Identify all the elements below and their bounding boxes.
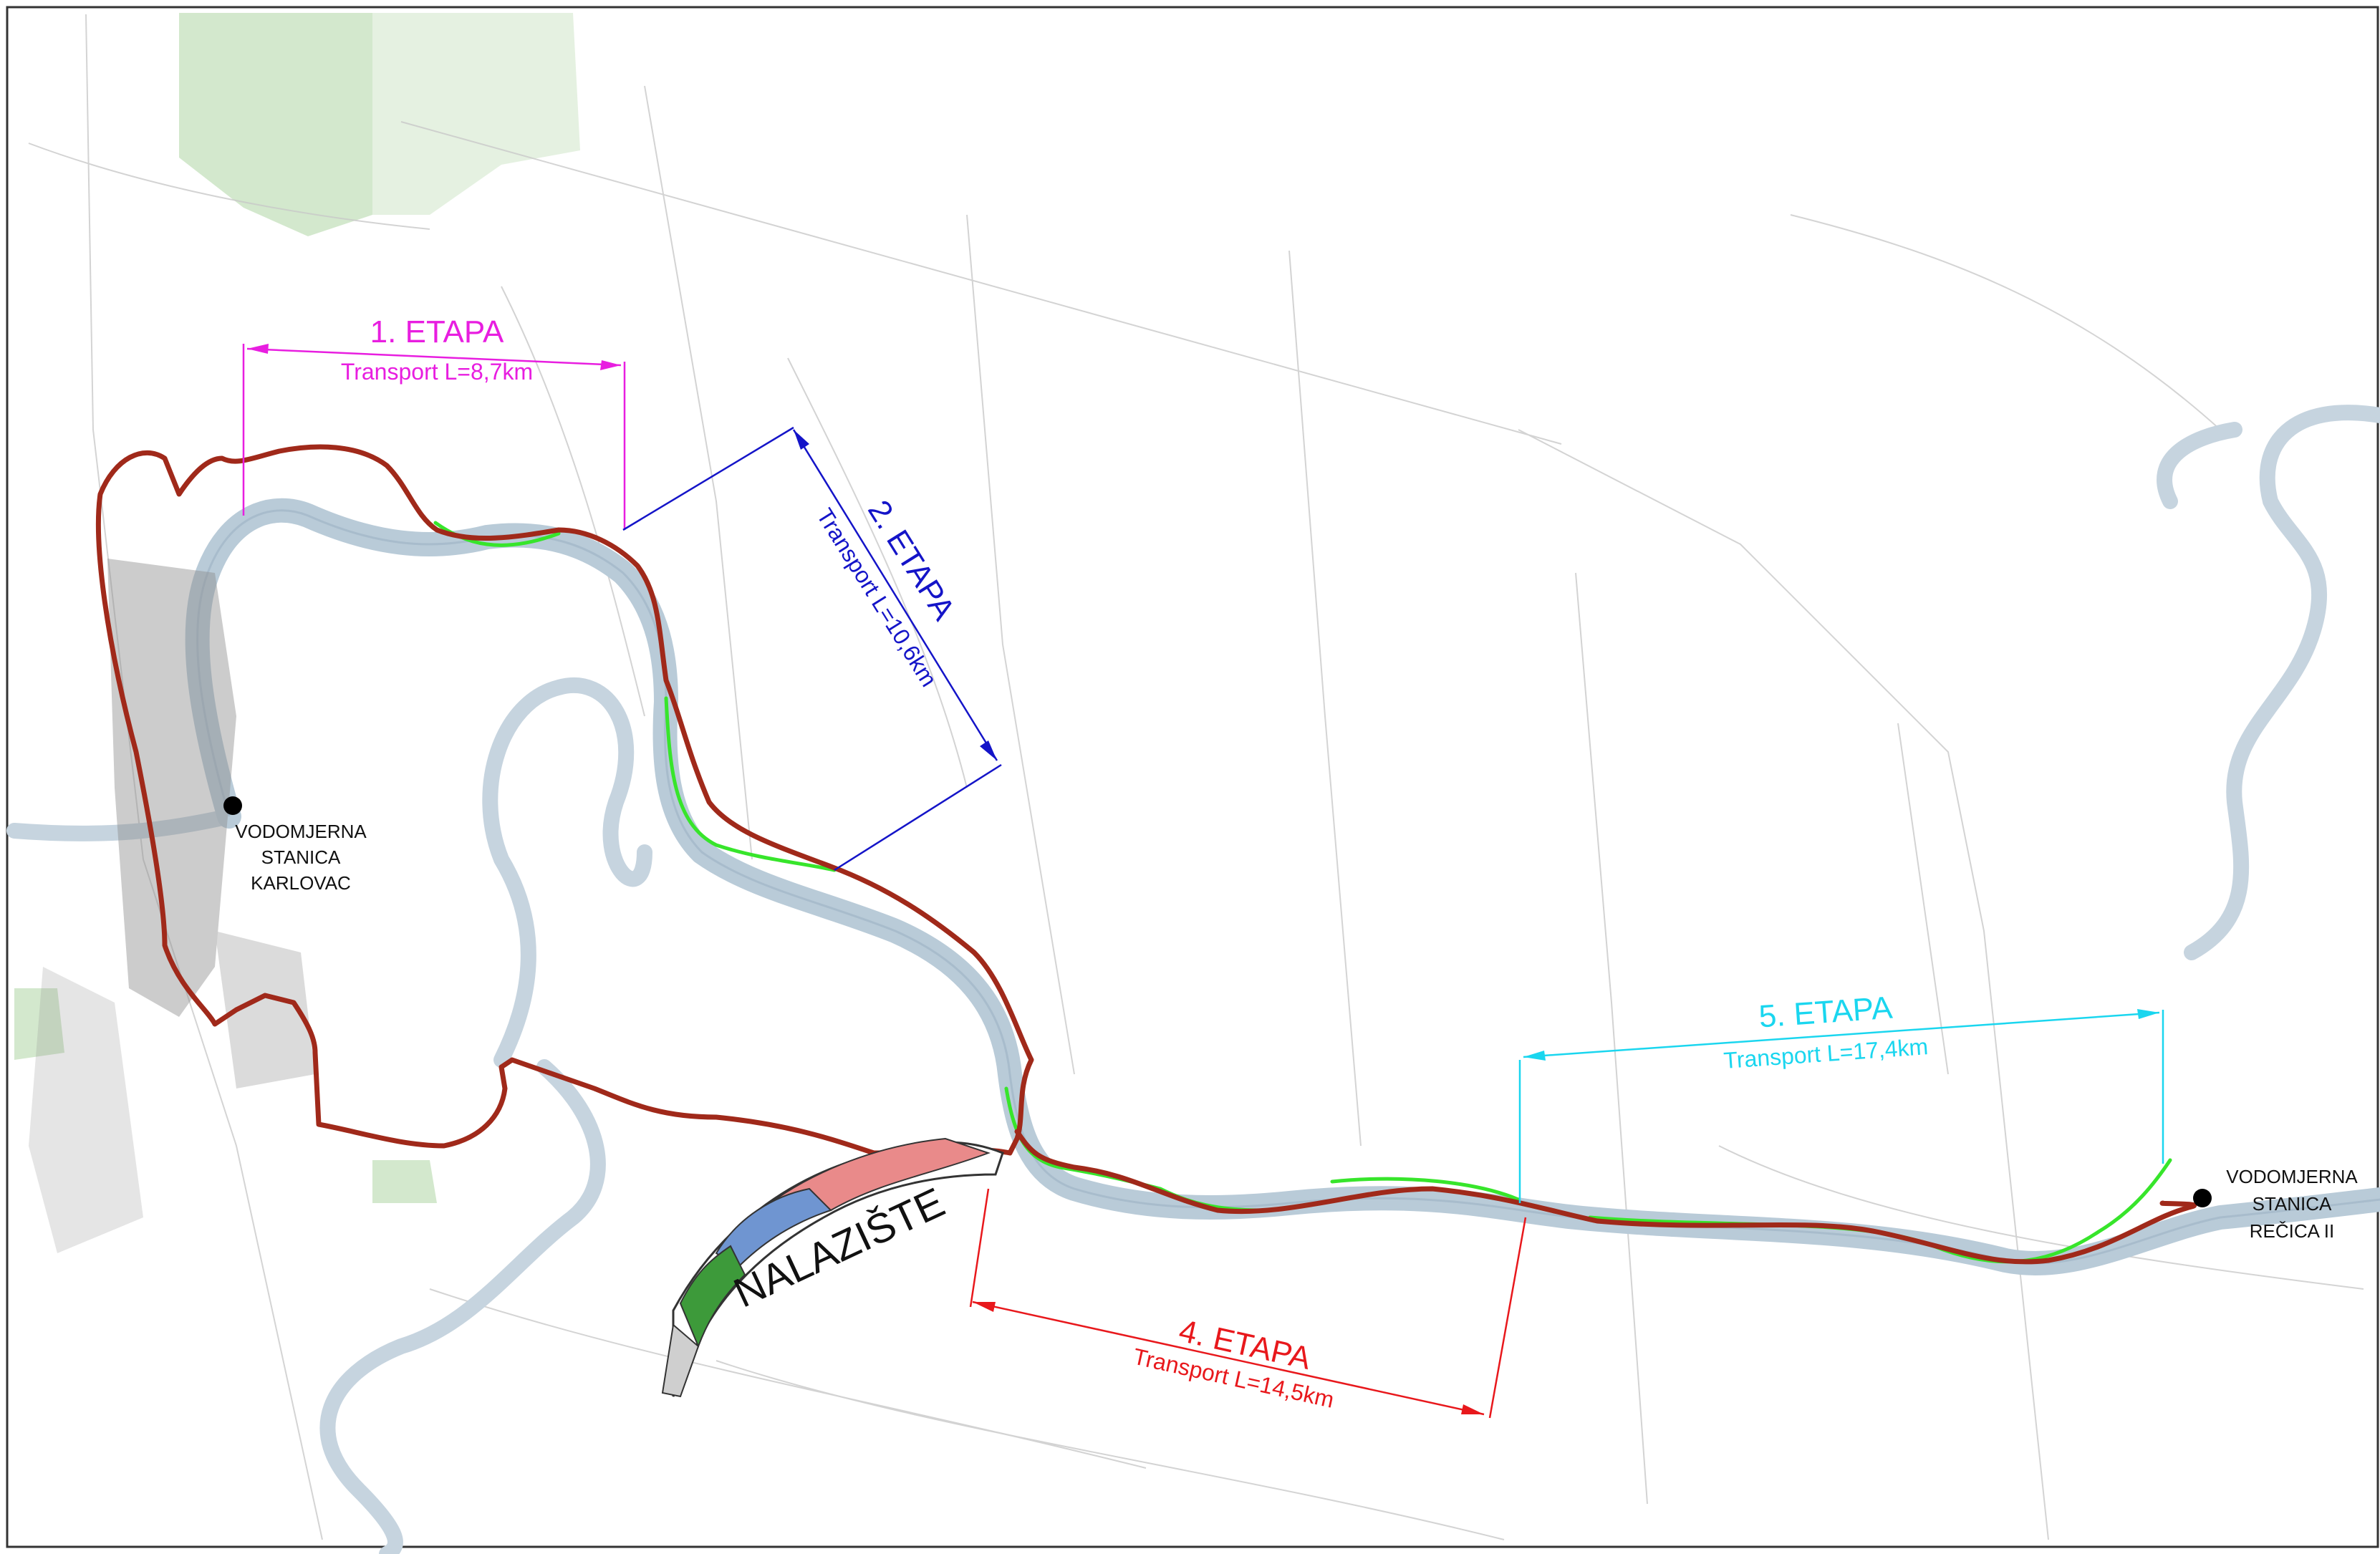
map-frame [6,6,2379,1548]
transport-route [95,444,1034,1156]
stage-2-dimension [622,426,1002,872]
svg-text:STANICA: STANICA [2253,1193,2332,1215]
station-karlovac-marker [223,796,242,815]
svg-text:VODOMJERNA: VODOMJERNA [2226,1166,2358,1187]
site-blue-area [715,1187,832,1269]
stage-4-dimension [969,1188,1527,1419]
stage-5-dimension [1518,1009,2164,1203]
site-polygons [661,1137,1004,1398]
svg-text:VODOMJERNA: VODOMJERNA [235,821,367,842]
secondary-rivers [6,405,2380,1554]
urban-area [29,559,315,1253]
stage-1-transport: Transport L=8,7km [341,359,533,385]
svg-text:STANICA: STANICA [261,846,341,868]
main-river-edge [196,509,2380,1265]
topo-lines [28,14,2364,1540]
station-recica-label: VODOMJERNA STANICA REČICA II [2226,1166,2358,1242]
svg-text:KARLOVAC: KARLOVAC [251,872,351,894]
site-tail [661,1323,700,1398]
transport-route-east [1014,1129,2197,1265]
station-recica-marker [2193,1189,2212,1207]
station-karlovac-label: VODOMJERNA STANICA KARLOVAC [235,821,367,894]
site-green-area [679,1245,746,1348]
stage-1-title: 1. ETAPA [370,314,504,349]
forest-areas [14,13,580,1203]
svg-text:REČICA II: REČICA II [2250,1220,2334,1242]
stage-1-dimension [242,344,626,530]
